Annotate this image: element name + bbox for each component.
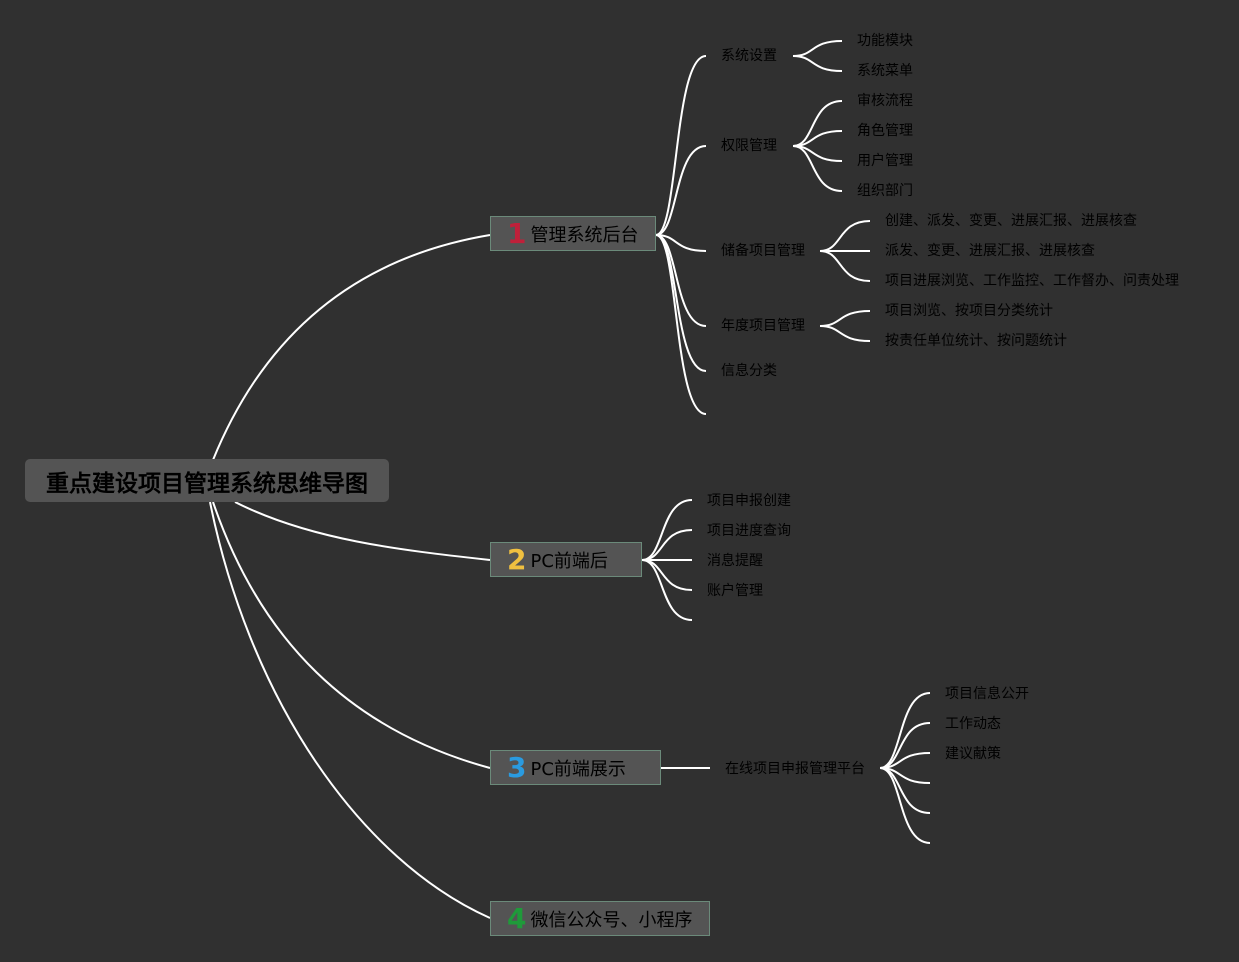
- branch-label: PC前端后: [530, 550, 608, 572]
- link-perm-0: [792, 100, 843, 147]
- root-node[interactable]: 重点建设项目管理系统思维导图: [25, 459, 389, 502]
- link-perm-3: [792, 145, 843, 192]
- link-b1-2: [655, 234, 707, 252]
- node-account-management[interactable]: 账户管理: [707, 583, 763, 599]
- link-b1-3: [655, 234, 707, 327]
- link-b1-0: [655, 55, 707, 236]
- node-info-category[interactable]: 信息分类: [721, 363, 777, 379]
- branch-node-pc-frontend-display[interactable]: 3 PC前端展示: [490, 750, 661, 785]
- link-annual-0: [819, 310, 871, 327]
- link-b2-4: [641, 559, 693, 621]
- node-annual-item-1[interactable]: 项目浏览、按项目分类统计: [885, 303, 1053, 319]
- link-b2-0: [641, 499, 693, 561]
- node-reserve-item-2[interactable]: 派发、变更、进展汇报、进展核查: [885, 243, 1095, 259]
- node-reserve-project-management[interactable]: 储备项目管理: [721, 243, 805, 259]
- link-b2-1: [641, 529, 693, 561]
- link-b3-sub-1: [879, 722, 931, 769]
- link-b3-sub-4: [879, 767, 931, 814]
- branch-node-wechat[interactable]: 4 微信公众号、小程序: [490, 901, 710, 936]
- link-b2-3: [641, 559, 693, 591]
- node-permission-management[interactable]: 权限管理: [721, 138, 777, 154]
- node-suggestions[interactable]: 建议献策: [945, 746, 1001, 762]
- root-link-3: [212, 501, 491, 769]
- link-sys-0: [792, 40, 843, 57]
- link-b1-5: [655, 234, 707, 415]
- link-b1-1: [655, 145, 707, 236]
- branch-label: PC前端展示: [530, 758, 626, 780]
- link-reserve-2: [819, 250, 871, 282]
- link-b3-sub-0: [879, 692, 931, 769]
- branch-node-pc-frontend-back[interactable]: 2 PC前端后: [490, 542, 642, 577]
- branch-number-2: 2: [507, 542, 527, 576]
- node-online-platform[interactable]: 在线项目申报管理平台: [725, 761, 865, 777]
- node-annual-item-2[interactable]: 按责任单位统计、按问题统计: [885, 333, 1067, 349]
- node-project-info-public[interactable]: 项目信息公开: [945, 686, 1029, 702]
- node-system-menu[interactable]: 系统菜单: [857, 63, 913, 79]
- branch-node-admin-backend[interactable]: 1 管理系统后台: [490, 216, 656, 251]
- node-reserve-item-1[interactable]: 创建、派发、变更、进展汇报、进展核查: [885, 213, 1137, 229]
- node-message-reminder[interactable]: 消息提醒: [707, 553, 763, 569]
- node-annual-project-management[interactable]: 年度项目管理: [721, 318, 805, 334]
- link-reserve-0: [819, 220, 871, 252]
- node-work-news[interactable]: 工作动态: [945, 716, 1001, 732]
- node-function-module[interactable]: 功能模块: [857, 33, 913, 49]
- branch-number-3: 3: [507, 750, 527, 784]
- root-title: 重点建设项目管理系统思维导图: [46, 470, 368, 497]
- root-link-4: [209, 501, 491, 919]
- node-role-management[interactable]: 角色管理: [857, 123, 913, 139]
- link-sys-1: [792, 55, 843, 72]
- root-link-1: [212, 234, 491, 461]
- node-project-apply-create[interactable]: 项目申报创建: [707, 493, 791, 509]
- branch-number-1: 1: [507, 216, 527, 250]
- link-b3-sub-5: [879, 767, 931, 844]
- node-system-settings[interactable]: 系统设置: [721, 48, 777, 64]
- node-user-management[interactable]: 用户管理: [857, 153, 913, 169]
- node-org-department[interactable]: 组织部门: [857, 183, 913, 199]
- node-project-progress-query[interactable]: 项目进度查询: [707, 523, 791, 539]
- branch-number-4: 4: [507, 901, 527, 935]
- link-annual-1: [819, 325, 871, 342]
- node-reserve-item-3[interactable]: 项目进展浏览、工作监控、工作督办、问责处理: [885, 273, 1179, 289]
- root-link-2: [234, 501, 491, 561]
- node-audit-flow[interactable]: 审核流程: [857, 93, 913, 109]
- branch-label: 管理系统后台: [530, 224, 639, 246]
- branch-label: 微信公众号、小程序: [530, 909, 693, 931]
